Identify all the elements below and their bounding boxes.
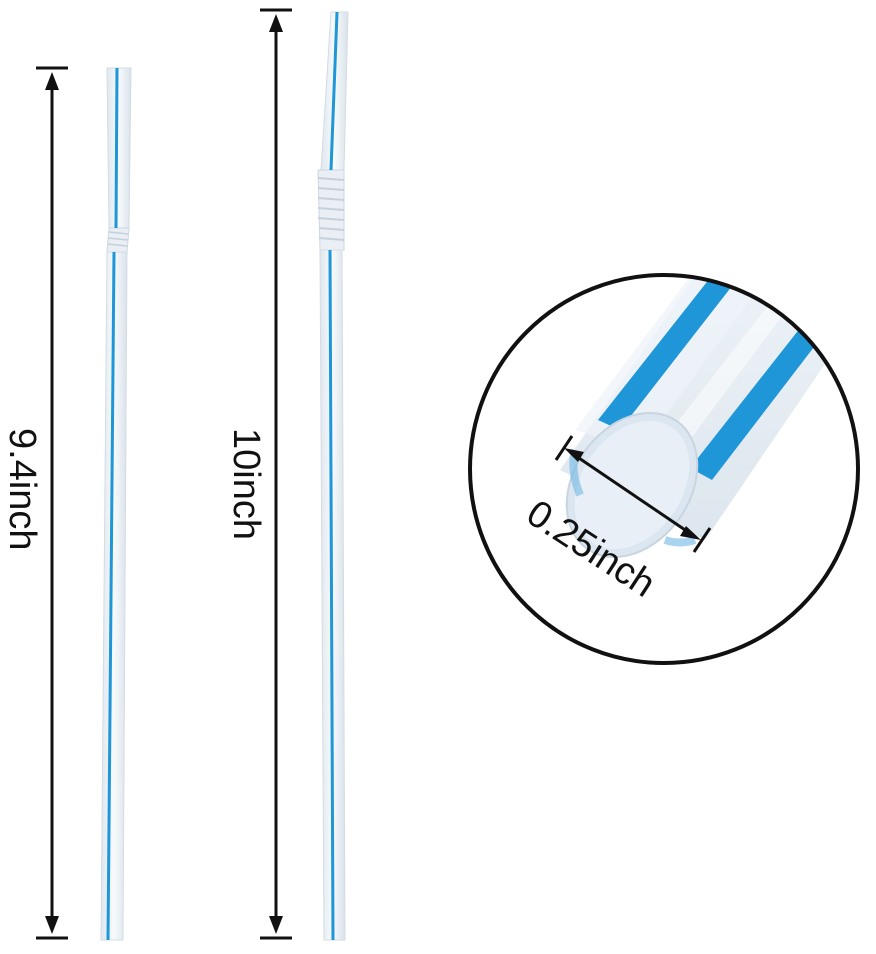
short-straw-bend [106, 227, 130, 253]
arrow-down-icon [45, 916, 59, 934]
arrow-down-icon [269, 916, 283, 934]
straw-closeup [468, 273, 860, 665]
short-straw-dimension [36, 66, 68, 940]
arrow-right-icon [680, 526, 701, 540]
diameter-dimension [554, 435, 712, 553]
long-straw-dimension [260, 8, 292, 940]
arrow-left-icon [564, 448, 584, 462]
long-straw-bend [317, 169, 345, 251]
short-straw [100, 67, 132, 941]
arrow-up-icon [269, 14, 283, 32]
long-straw-length-label: 10inch [225, 428, 267, 540]
short-straw-length-label: 9.4inch [1, 428, 43, 551]
long-straw [317, 11, 349, 941]
arrow-up-icon [45, 72, 59, 90]
